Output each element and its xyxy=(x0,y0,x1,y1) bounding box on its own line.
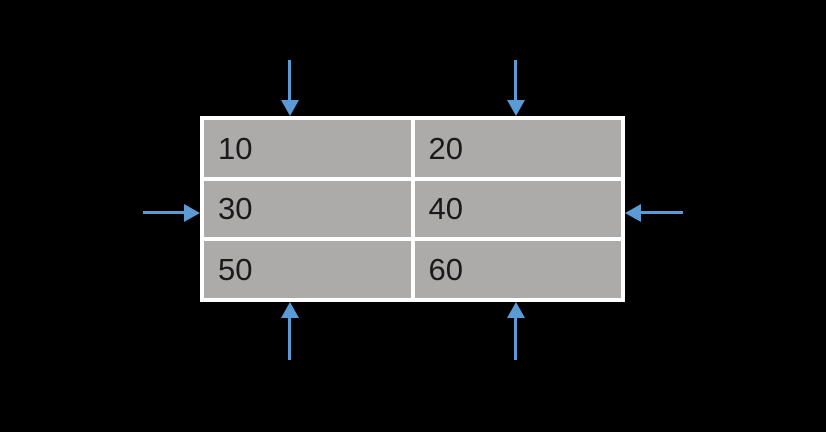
table-cell-r3c1: 50 xyxy=(204,241,411,298)
arrow-top-left-icon xyxy=(280,60,299,116)
arrow-bottom-left-icon xyxy=(280,302,299,360)
cell-value: 30 xyxy=(218,191,253,227)
arrow-top-right-icon xyxy=(506,60,525,116)
table-cell-r2c1: 30 xyxy=(204,180,411,238)
cell-value: 20 xyxy=(428,130,463,166)
table-cell-r3c2: 60 xyxy=(414,241,621,298)
cell-value: 10 xyxy=(218,130,253,166)
table-grid: 10 20 30 40 50 60 xyxy=(204,120,621,298)
arrow-bottom-right-icon xyxy=(506,302,525,360)
cell-value: 60 xyxy=(428,252,463,288)
table-cell-r1c2: 20 xyxy=(414,120,621,177)
arrow-left-icon xyxy=(143,203,200,222)
arrow-right-icon xyxy=(625,203,683,222)
table-cell-r2c2: 40 xyxy=(414,180,621,238)
cell-value: 40 xyxy=(428,191,463,227)
cell-value: 50 xyxy=(218,252,253,288)
table-cell-r1c1: 10 xyxy=(204,120,411,177)
data-table: 10 20 30 40 50 60 xyxy=(200,116,625,302)
